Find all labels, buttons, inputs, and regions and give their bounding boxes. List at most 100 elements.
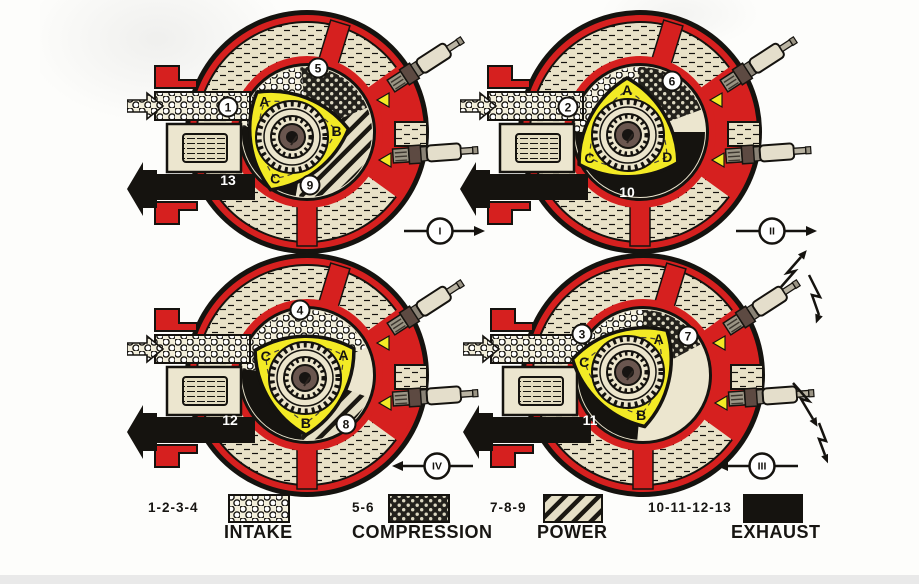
direction-arrow-left — [392, 461, 403, 471]
chamber-number-badge — [557, 96, 579, 118]
spark-plug-icon — [722, 278, 802, 336]
chamber-number-10: 10 — [619, 184, 635, 200]
exhaust-duct — [155, 417, 255, 443]
side-port-window — [182, 133, 228, 163]
legend-label-power: POWER — [537, 522, 608, 542]
chamber-number-badge — [217, 96, 239, 118]
phase-numeral-III: III — [758, 461, 767, 473]
chamber-number-badge — [571, 323, 593, 345]
spark-plug-icon — [386, 35, 466, 93]
rotor-apex-letter-A: A — [654, 331, 664, 347]
ignition-pocket — [377, 151, 392, 169]
ignition-pocket — [375, 91, 390, 109]
ignition-pocket — [713, 394, 728, 412]
exhaust-duct — [488, 174, 588, 200]
chamber-number-badge — [661, 70, 683, 92]
legend-swatch-intake — [228, 494, 290, 523]
ignition-pocket — [375, 334, 390, 352]
rotor-apex-letter-C: C — [270, 171, 280, 187]
ignition-pocket — [377, 394, 392, 412]
boss-window — [394, 121, 428, 147]
rotor-apex-letter-C: C — [584, 150, 594, 166]
exhaust-port-step — [490, 444, 534, 468]
housing-spoke — [632, 444, 654, 490]
legend-numbers-exhaust: 10-11-12-13 — [648, 500, 732, 515]
chamber-number-badge — [289, 299, 311, 321]
exhaust-arrow — [127, 162, 157, 216]
chamber-number-11: 11 — [583, 412, 598, 428]
side-port-window — [515, 133, 561, 163]
intake-arrow — [460, 91, 498, 121]
legend-swatch-exhaust — [743, 494, 803, 523]
chamber-number-6: 6 — [669, 75, 676, 89]
ignition-pocket — [708, 91, 723, 109]
boss-window — [730, 364, 764, 390]
intake-port-step — [154, 65, 198, 89]
spark-plug-icon — [386, 278, 466, 336]
exhaust-arrow — [463, 405, 493, 459]
intake-arrow — [127, 91, 165, 121]
rotor-apex-letter-D: D — [662, 149, 672, 165]
phase-marker-I: I — [404, 217, 485, 245]
intake-port-step — [490, 308, 534, 332]
legend-label-intake: INTAKE — [224, 522, 293, 542]
rotor-apex-letter-B: B — [331, 123, 341, 139]
chamber-number-badge — [677, 325, 699, 347]
chamber-number-2: 2 — [565, 101, 572, 115]
legend-numbers-power: 7-8-9 — [490, 500, 527, 515]
intake-arrow — [127, 334, 165, 364]
intake-arrow — [463, 334, 501, 364]
boss-window — [394, 364, 428, 390]
spark-plug-icon — [391, 142, 479, 165]
exhaust-port-step — [154, 444, 198, 468]
chamber-number-1: 1 — [225, 101, 232, 115]
chamber-number-5: 5 — [315, 62, 322, 76]
direction-arrow-right — [474, 226, 485, 236]
phase-marker-III: III — [717, 452, 798, 480]
exhaust-port-step — [154, 201, 198, 225]
chamber-number-badge — [335, 413, 357, 435]
legend-label-compression: COMPRESSION — [352, 522, 493, 542]
legend-numbers-intake: 1-2-3-4 — [148, 500, 199, 515]
exhaust-arrow — [460, 162, 490, 216]
exhaust-duct — [491, 417, 591, 443]
spark-plug-icon — [719, 35, 799, 93]
phase-marker-II: II — [736, 217, 817, 245]
legend-numbers-compression: 5-6 — [352, 500, 375, 515]
spark-plug-icon — [391, 385, 479, 408]
legend-swatch-power — [543, 494, 603, 523]
page-bottom-strip — [0, 575, 919, 584]
housing-spoke — [629, 201, 651, 247]
side-port-window — [518, 376, 564, 406]
chamber-number-12: 12 — [222, 412, 238, 428]
phase-marker-IV: IV — [392, 452, 473, 480]
rotor-apex-letter-B: B — [301, 415, 311, 431]
direction-arrow-right — [806, 226, 817, 236]
chamber-number-4: 4 — [297, 304, 304, 318]
legend-label-exhaust: EXHAUST — [731, 522, 821, 542]
exhaust-arrow — [127, 405, 157, 459]
rotor-apex-letter-A: A — [339, 347, 349, 363]
exhaust-duct — [155, 174, 255, 200]
ignition-pocket — [710, 151, 725, 169]
spark-plug-icon — [727, 385, 815, 408]
phase-numeral-IV: IV — [432, 461, 442, 473]
spark-plug-icon — [724, 142, 812, 165]
rotor-apex-letter-A: A — [622, 82, 632, 98]
chamber-number-9: 9 — [307, 179, 314, 193]
phase-numeral-II: II — [769, 226, 775, 238]
direction-arrow-left — [717, 461, 728, 471]
phase-numeral-I: I — [439, 226, 442, 238]
side-port-window — [182, 376, 228, 406]
rotor-apex-letter-C: C — [579, 354, 589, 370]
chamber-number-badge — [299, 174, 321, 196]
intake-duct — [154, 334, 251, 364]
